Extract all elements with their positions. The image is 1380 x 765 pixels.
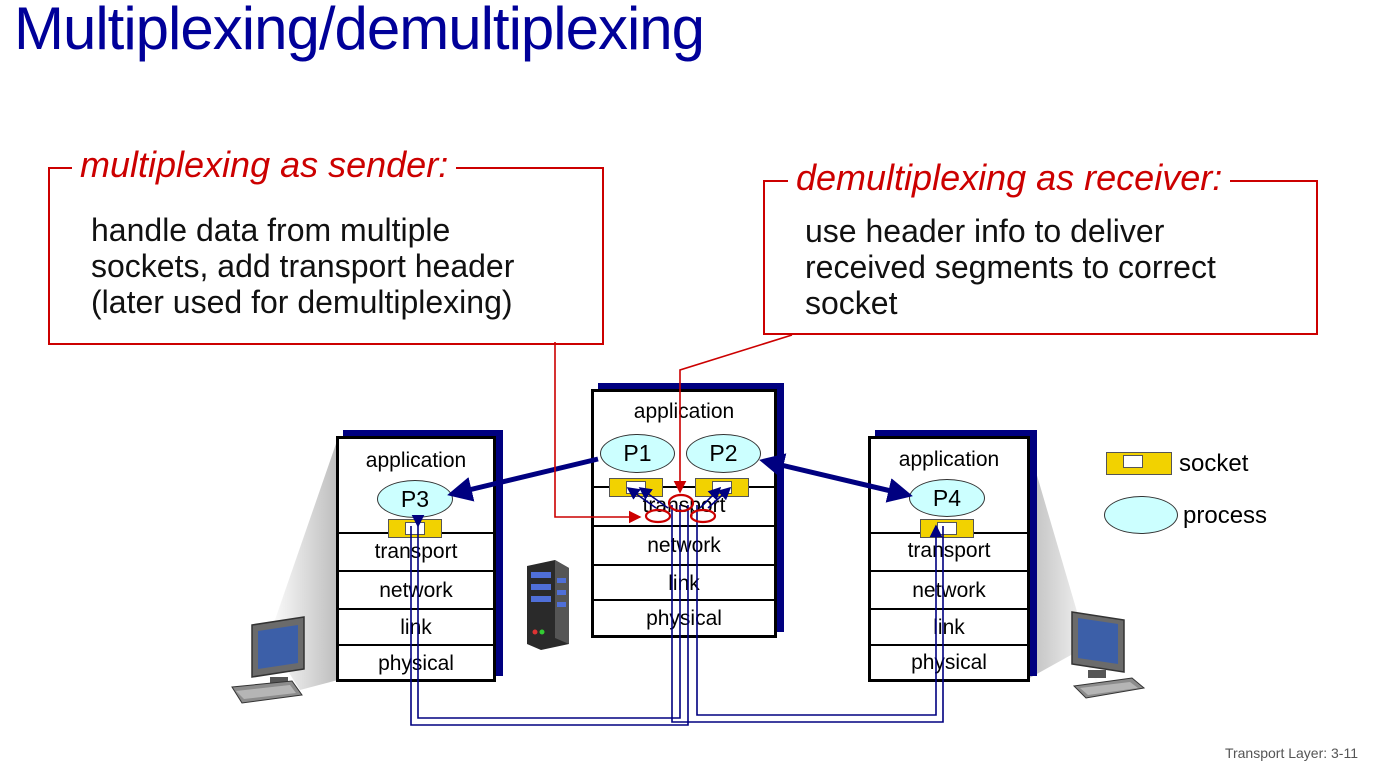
desktop-computer-icon	[1071, 611, 1146, 699]
process-p1: P1	[600, 434, 675, 473]
legend-socket-label: socket	[1179, 450, 1249, 477]
legend-socket-icon	[1106, 452, 1172, 475]
process-p2: P2	[686, 434, 761, 473]
right-application-label: application	[898, 448, 1000, 471]
right-link-layer: link	[871, 608, 1027, 644]
left-network-layer: network	[339, 570, 493, 608]
server-application-label: application	[633, 400, 735, 423]
server-icon	[527, 560, 569, 650]
server-physical-layer: physical	[594, 599, 774, 635]
slide-title: Multiplexing/demultiplexing	[14, 0, 705, 62]
legend-process-icon	[1104, 496, 1178, 534]
slide-footer: Transport Layer: 3-11	[1224, 745, 1358, 761]
sender-callout-body: handle data from multiple sockets, add t…	[91, 212, 515, 320]
left-host-stack: application transport network link physi…	[336, 436, 496, 682]
left-beam	[268, 438, 338, 690]
server-link-layer: link	[594, 564, 774, 600]
right-network-layer: network	[871, 570, 1027, 608]
process-p4: P4	[909, 479, 985, 517]
receiver-callout-body: use header info to deliver received segm…	[805, 213, 1216, 321]
right-beam	[1026, 438, 1100, 690]
legend-process-label: process	[1183, 502, 1268, 529]
process-p3: P3	[377, 480, 453, 518]
right-host-stack: application transport network link physi…	[868, 436, 1030, 682]
server-network-layer: network	[594, 525, 774, 565]
socket-p3	[388, 519, 442, 538]
receiver-callout-title: demultiplexing as receiver:	[788, 157, 1231, 199]
left-application-label: application	[365, 449, 467, 472]
left-physical-layer: physical	[339, 644, 493, 681]
server-stack: application transport network link physi…	[591, 389, 777, 638]
desktop-computer-icon	[231, 616, 305, 704]
receiver-callout	[763, 180, 1318, 335]
socket-p4	[920, 519, 974, 538]
left-link-layer: link	[339, 608, 493, 644]
socket-p1	[609, 478, 663, 497]
socket-p2	[695, 478, 749, 497]
sender-callout	[48, 167, 604, 345]
right-physical-layer: physical	[871, 644, 1027, 681]
sender-callout-title: multiplexing as sender:	[72, 144, 457, 186]
